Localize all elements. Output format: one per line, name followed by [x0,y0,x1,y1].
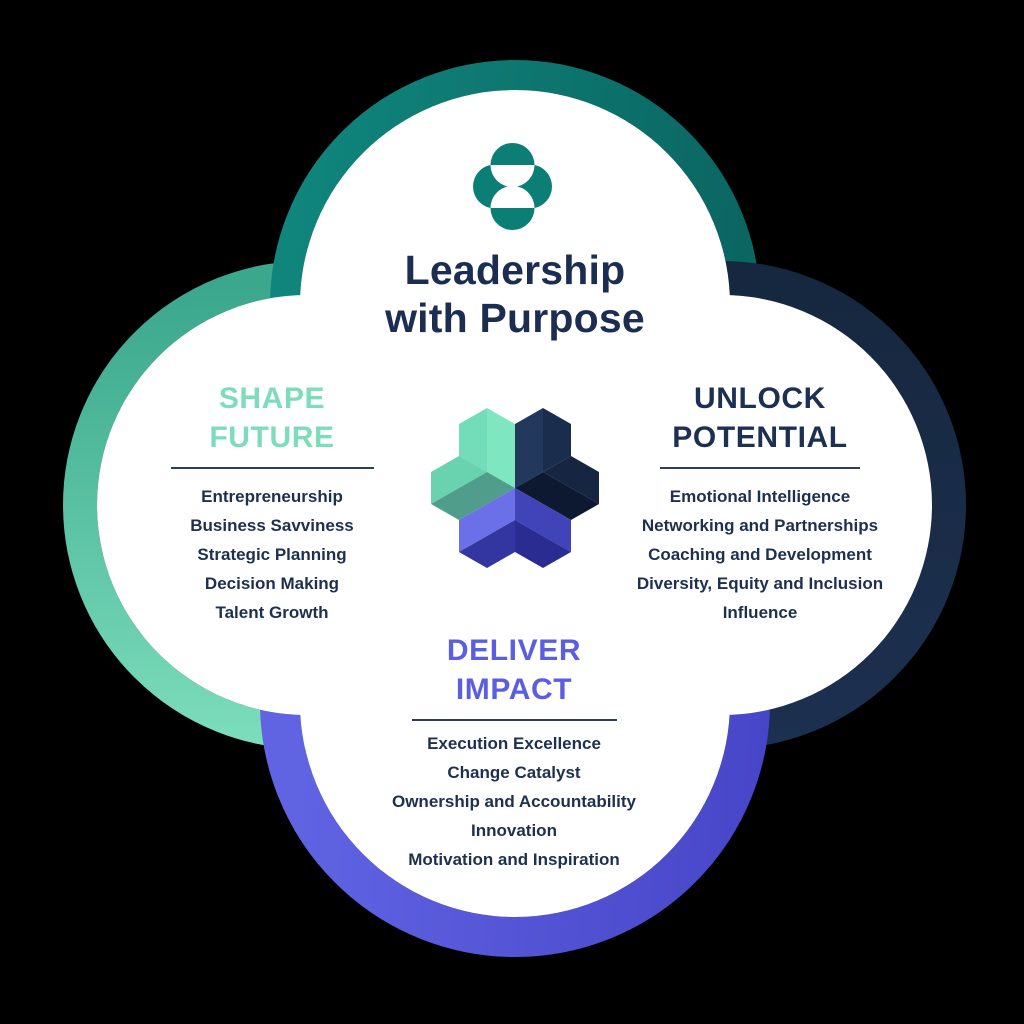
icon-purple-bottom-left-face [459,520,515,568]
section-heading: UNLOCK POTENTIAL [600,379,920,457]
title-line-1: Leadership [404,247,626,293]
section-list: Emotional Intelligence Networking and Pa… [600,482,920,627]
list-item: Influence [722,602,798,622]
list-item: Networking and Partnerships [641,515,879,535]
icon-teal-shadow-face [431,472,515,520]
heading-line-1: DELIVER [446,634,582,667]
list-item: Motivation and Inspiration [408,849,620,869]
section-divider [660,467,860,469]
list-item: Execution Excellence [427,733,601,753]
list-item: Diversity, Equity and Inclusion [636,573,884,593]
heading-line-2: POTENTIAL [672,421,848,454]
section-heading: SHAPE FUTURE [112,379,432,457]
section-deliver-impact: DELIVER IMPACT Execution Excellence Chan… [354,631,674,874]
lobe-fills [97,90,932,917]
logo-white-cut-top [490,165,535,187]
list-item: Emotional Intelligence [669,486,851,506]
icon-navy-mid-face [543,408,571,472]
icon-purple-light-face [459,488,515,552]
heading-line-1: UNLOCK [694,382,826,415]
icon-purple-dark-face [515,488,571,552]
heading-line-1: SHAPE [218,382,326,415]
section-unlock-potential: UNLOCK POTENTIAL Emotional Intelligence … [600,379,920,627]
icon-purple-bottom-right-face [515,520,571,568]
list-item: Decision Making [204,573,340,593]
list-item: Ownership and Accountability [391,791,636,811]
icon-green-bright-face [487,408,515,488]
section-heading: DELIVER IMPACT [354,631,674,709]
heading-line-2: IMPACT [455,673,573,706]
icon-green-lobe-face [431,456,487,504]
list-item: Coaching and Development [648,544,872,564]
icon-navy-bright-face [515,408,543,488]
list-item: Entrepreneurship [201,486,343,506]
list-item: Change Catalyst [447,762,581,782]
section-divider [411,719,617,721]
icon-navy-shadow-face [515,472,599,520]
logo-white-cut-bottom [490,186,535,208]
four-circles-logo [473,143,552,230]
list-item: Strategic Planning [197,544,347,564]
title-line-2: with Purpose [385,295,645,341]
page-title: Leadership with Purpose [315,246,715,342]
list-item: Business Savviness [190,515,354,535]
section-shape-future: SHAPE FUTURE Entrepreneurship Business S… [112,379,432,627]
tri-arm-cube-icon [431,408,599,568]
heading-line-2: FUTURE [209,421,335,454]
logo-bottom-circle [490,208,535,230]
section-list: Entrepreneurship Business Savviness Stra… [112,482,432,627]
section-divider [170,467,374,469]
logo-top-circle [490,143,535,165]
list-item: Innovation [471,820,557,840]
section-list: Execution Excellence Change Catalyst Own… [354,729,674,874]
list-item: Talent Growth [215,602,329,622]
icon-green-mid-face [459,408,487,472]
icon-navy-lobe-face [543,456,599,504]
